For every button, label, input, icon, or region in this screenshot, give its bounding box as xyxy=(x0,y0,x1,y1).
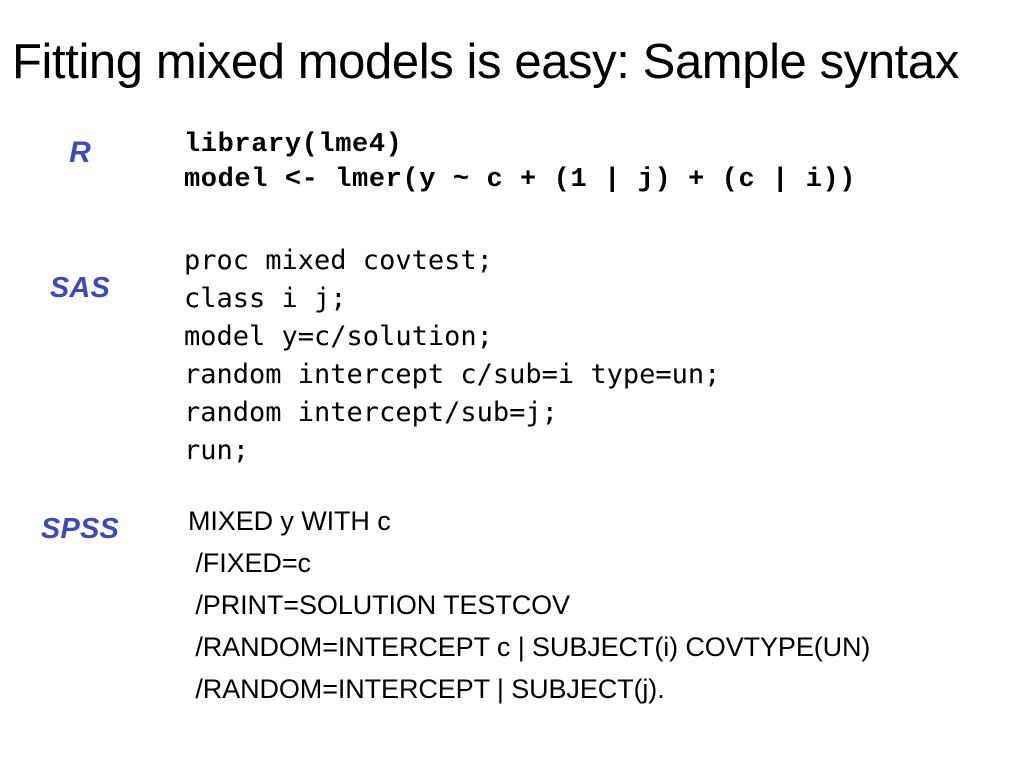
code-line: MIXED y WITH c xyxy=(188,506,391,536)
code-line: model y=c/solution; xyxy=(184,321,493,352)
language-label-spss: SPSS xyxy=(40,513,120,545)
code-line: random intercept/sub=j; xyxy=(184,397,558,428)
syntax-block-r: R library(lme4) model <- lmer(y ~ c + (1 … xyxy=(0,128,1024,214)
code-line: random intercept c/sub=i type=un; xyxy=(184,359,721,390)
code-snippet-spss: MIXED y WITH c /FIXED=c /PRINT=SOLUTION … xyxy=(188,500,870,710)
syntax-block-spss: SPSS MIXED y WITH c /FIXED=c /PRINT=SOLU… xyxy=(0,500,1024,715)
code-line: /RANDOM=INTERCEPT | SUBJECT(j). xyxy=(188,674,665,704)
code-line: library(lme4) xyxy=(184,130,403,160)
code-line: run; xyxy=(184,435,250,466)
code-line: proc mixed covtest; xyxy=(184,245,493,276)
language-label-r: R xyxy=(69,136,91,169)
language-label-sas: SAS xyxy=(49,272,111,304)
code-snippet-r: library(lme4) model <- lmer(y ~ c + (1 | … xyxy=(184,128,856,198)
code-line: /FIXED=c xyxy=(188,548,311,578)
syntax-block-sas: SAS proc mixed covtest; class i j; model y… xyxy=(0,242,1024,472)
code-line: /RANDOM=INTERCEPT c | SUBJECT(i) COVTYPE… xyxy=(188,632,871,662)
page-title: Fitting mixed models is easy: Sample syn… xyxy=(12,35,959,89)
code-snippet-sas: proc mixed covtest; class i j; model y=c/s… xyxy=(184,242,720,470)
code-line: model <- lmer(y ~ c + (1 | j) + (c | i)) xyxy=(184,165,857,195)
code-line: /PRINT=SOLUTION TESTCOV xyxy=(188,590,570,620)
code-line: class i j; xyxy=(184,283,347,314)
